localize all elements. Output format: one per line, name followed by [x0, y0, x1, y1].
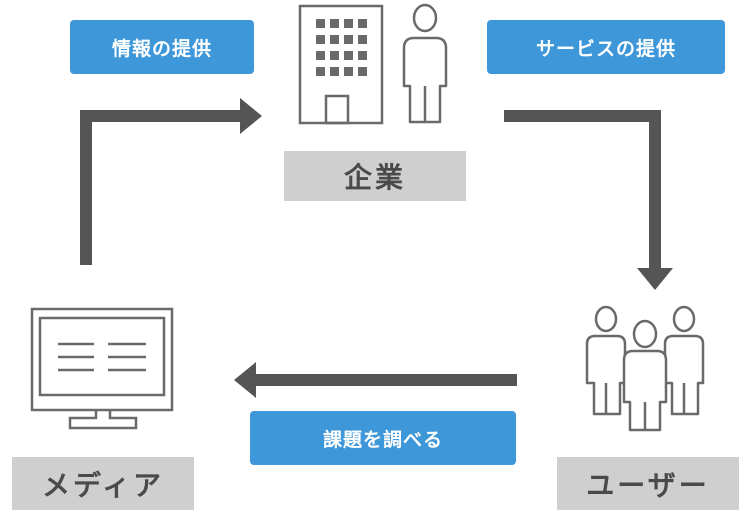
users-group-icon — [585, 305, 705, 432]
badge-info-provision: 情報の提供 — [70, 20, 254, 74]
arrow-media-to-company — [80, 98, 262, 265]
arrow-company-to-users — [504, 110, 673, 290]
badge-research-issues: 課題を調べる — [250, 411, 516, 465]
node-label-users: ユーザー — [557, 457, 739, 510]
person-icon — [402, 3, 448, 124]
building-icon — [298, 4, 384, 125]
node-label-media: メディア — [12, 457, 194, 510]
monitor-icon — [30, 307, 174, 430]
node-label-company: 企業 — [284, 151, 466, 201]
badge-service-provision: サービスの提供 — [487, 20, 725, 74]
arrow-users-to-media — [234, 362, 517, 398]
